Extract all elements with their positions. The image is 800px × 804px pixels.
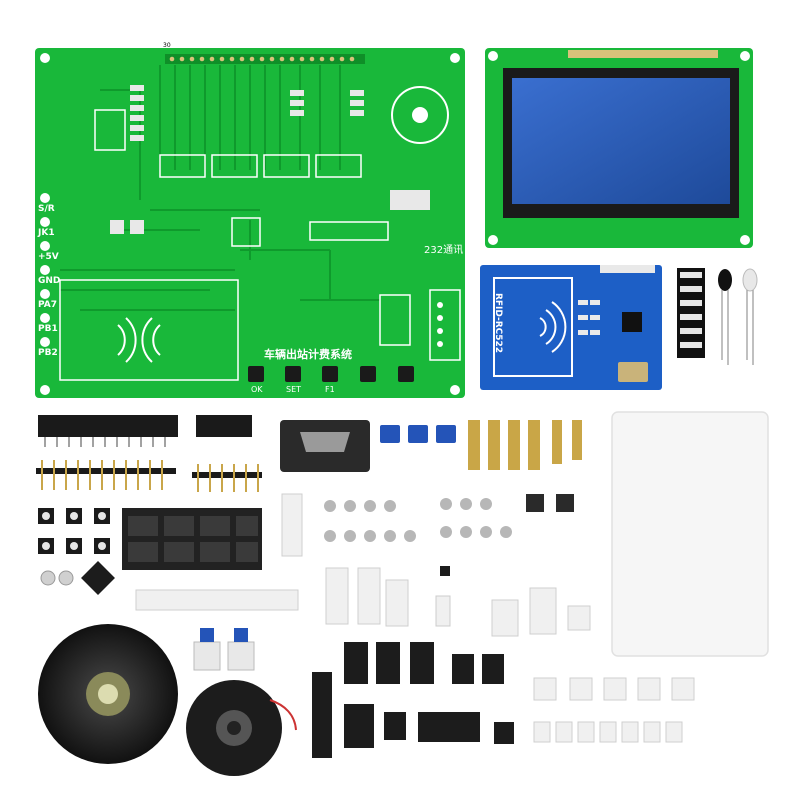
pcb-title: 车辆出站计费系统: [264, 348, 352, 361]
pcb-side-label: PB1: [38, 324, 58, 334]
brass-standoffs: [468, 420, 582, 470]
rfid-card: [611, 411, 769, 657]
rfid-module: [480, 265, 662, 390]
pcb-side-label: GND: [38, 276, 61, 286]
tactile-switches: [38, 508, 110, 554]
speaker: [38, 624, 178, 764]
pcb-pin-label: 30: [163, 42, 171, 49]
dip-chips: [122, 508, 262, 570]
db9-connector: [280, 420, 370, 472]
rfid-label: RFID-RC522: [493, 292, 504, 354]
resistor-strip: [677, 268, 705, 358]
pin-headers: [36, 415, 262, 492]
white-connectors: [135, 493, 695, 743]
pcb-side-label: PB2: [38, 348, 58, 358]
pcb-button-label: OK: [251, 385, 263, 394]
buzzer-magnet: [186, 680, 297, 776]
pcb-side-label: PA7: [38, 300, 57, 310]
slide-switches: [526, 494, 574, 512]
main-pcb: [35, 48, 465, 398]
potentiometers: [380, 425, 456, 443]
pcb-button-label: F1: [325, 385, 335, 394]
latching-buttons: [193, 628, 255, 671]
lcd-module: [485, 48, 753, 248]
pcb-side-label: S/R: [38, 204, 55, 214]
pcb-button-label: SET: [286, 385, 302, 394]
pcb-side-label: JK1: [38, 228, 55, 238]
screws: [324, 498, 512, 542]
leds: [718, 268, 758, 365]
pcb-side-label: +5V: [38, 252, 59, 262]
hex-nuts: [40, 570, 74, 586]
pcb-comm-label: 232通讯: [424, 245, 464, 256]
